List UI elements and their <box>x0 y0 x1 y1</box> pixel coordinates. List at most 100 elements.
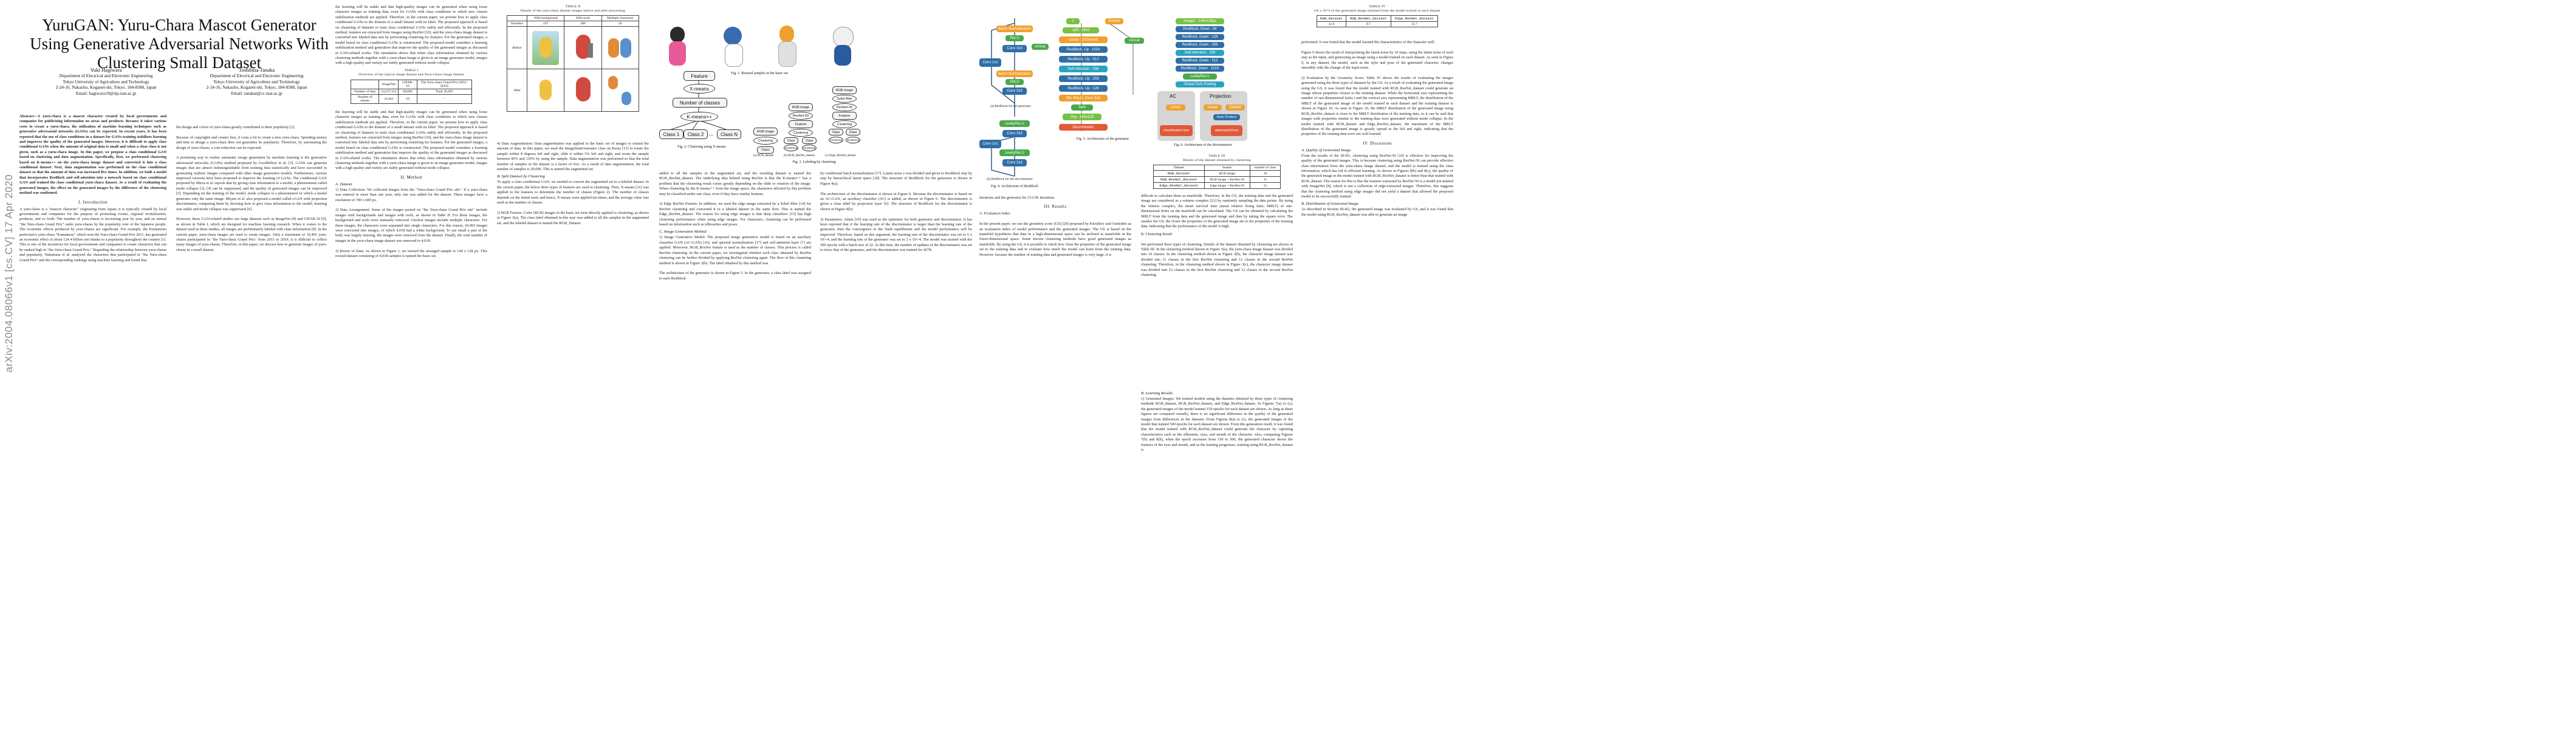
conv3-node: Conv 3x3 <box>1002 130 1027 137</box>
table1-caption: TABLE I Overview of the typical image da… <box>358 68 464 77</box>
col7-text-b: A. Evaluation Index In the present paper… <box>979 211 1131 257</box>
resblock-down-512: ResBlock, Down : 512 <box>1176 58 1224 64</box>
figure-2: Feature X-means Number of classes K-mean… <box>659 70 750 167</box>
fig3-caption: Fig. 3. Labeling by clustering <box>792 160 836 164</box>
conv3-node: Conv 3x3 <box>1002 87 1027 95</box>
mascot-image <box>607 74 634 108</box>
table4-caption: TABLE IV GS x 10^3 of the generated imag… <box>1314 5 1441 13</box>
rgb-image-node: RGB image <box>789 103 813 111</box>
table3-caption: TABLE III Details of the dataset obtaine… <box>1183 154 1251 162</box>
col8-text-a: difficult to calculate them as manifolds… <box>1141 194 1293 229</box>
col3-top-text: the learning will be stable and that hig… <box>335 5 487 66</box>
classification-loss-node: classification loss <box>1160 125 1193 136</box>
discriminator-node: Discriminator <box>1059 124 1108 131</box>
column-3: the learning will be stable and that hig… <box>335 5 487 259</box>
figure-6: images : 144x128px ResBlock, Down : 64 R… <box>1157 16 1249 149</box>
column-10: performed. It was found that the model l… <box>1301 40 1453 217</box>
resblock-up-512: ResBlock, Up : 512 <box>1059 56 1108 63</box>
col6-text: by conditional batch normalization [17].… <box>820 171 972 253</box>
class-node: Class <box>757 146 774 154</box>
num-classes-node: Number of classes <box>673 98 727 108</box>
ellipsis: ... <box>709 131 713 137</box>
resblock-down-64: ResBlock, Down : 64 <box>1176 26 1224 32</box>
fig1-caption: Fig. 1. Resized samples in the basic set <box>731 72 788 75</box>
sobel-node: Sobel filter <box>832 95 857 103</box>
rgb-image-node: RGB image <box>832 86 857 94</box>
conv1-node: Conv 1x1 <box>979 58 1001 67</box>
fig4-subcaption-a: (a) ResBlock for the generator <box>990 104 1031 108</box>
feature-node: Feature <box>789 120 813 128</box>
adversarial-loss-node: adversarial loss <box>1211 125 1242 136</box>
mascot-image <box>829 23 856 69</box>
mascot-image <box>570 31 597 65</box>
author-1: Yuki Hagiwara Department of Electrical a… <box>55 67 157 96</box>
quality-text: From the results of the III-B1, clusteri… <box>1301 153 1453 199</box>
dataset-heading: A. Dataset <box>335 182 352 187</box>
fig3-subcaption-b: (b) RGB_ResNet_dataset <box>784 154 815 157</box>
intro-text-continued: the design and colors of yuru-chara grea… <box>176 125 327 252</box>
conv3-node: Conv 3x3 <box>1002 45 1027 52</box>
class-1-node: Class 1 <box>659 129 683 139</box>
resblock-down-1024: ResBlock, Down : 1024 <box>1176 66 1224 72</box>
clustering-node: Clustering <box>789 129 813 137</box>
figure-1: Fig. 1. Resized samples in the basic set <box>659 18 975 76</box>
column-9a: B. Learning Results 1) Generated Images:… <box>1141 389 1293 453</box>
leakyrelu-node: LeakyReLU <box>1183 74 1217 80</box>
column-5: added to all the samples in the augmente… <box>659 171 811 281</box>
generation-heading: C. Image Generation Method <box>659 230 707 234</box>
table4-block: TABLE IV GS x 10^3 of the generated imag… <box>1301 5 1453 27</box>
fig3-subcaption-c: (c) Edge_ResNet_dataset <box>825 154 856 157</box>
resblock-down-128: ResBlock, Down : 128 <box>1176 34 1224 40</box>
intro-heading: I. Introduction <box>78 199 108 205</box>
class-node: Class <box>846 129 860 135</box>
mascot-image <box>720 23 747 69</box>
column-8: TABLE III Details of the dataset obtaine… <box>1141 154 1293 278</box>
col10-text-a: performed. It was found that the model l… <box>1301 40 1453 137</box>
method-heading: II. Method <box>400 174 422 180</box>
fig2-arrows <box>671 80 727 130</box>
resnet-node: ResNet-50 <box>789 112 813 120</box>
conv1-node: Conv 1x1 <box>979 140 1001 148</box>
concat-node: concat <box>1032 44 1049 50</box>
abstract: Abstract—A yuru-chara is a mascot charac… <box>19 114 166 196</box>
dataset-text: 1) Data Collection: We collected images … <box>335 187 487 259</box>
resblock-up-128: ResBlock, Up : 128 <box>1059 85 1108 92</box>
clustering-heading: B. Split Dataset by Clustering <box>497 174 545 179</box>
clustering-node: Clustering <box>753 137 778 145</box>
column-2: the design and colors of yuru-chara grea… <box>176 114 327 264</box>
projection-label: Projection <box>1210 94 1231 99</box>
resblock-up-1024: ResBlock, Up : 1024 <box>1059 46 1108 53</box>
linear-node: Linear : 1024x4x8 <box>1059 36 1108 43</box>
figure-5: z Embed split : 36x5 Linear : 1024x4x8 R… <box>1054 16 1151 149</box>
xmeans-node: X-means <box>683 84 715 94</box>
img-node: img : 144x128 <box>1063 114 1101 120</box>
tanh-node: Tanh <box>1071 104 1093 111</box>
learning-text: 1) Generated Images: We trained models u… <box>1141 397 1293 453</box>
self-attention-node: Self-Attention : 256 <box>1059 66 1108 72</box>
embed-node: Embed <box>1225 104 1245 111</box>
fig5-caption: Fig. 5. Architecture of the generator <box>1076 137 1129 141</box>
clustering-node: Clustering <box>846 137 860 143</box>
relu-node: ReLU <box>1005 79 1024 85</box>
fig2-caption: Fig. 2. Clustering using X-means <box>677 145 726 149</box>
mascot-image <box>532 30 560 65</box>
fig4-subcaption-b: (b) ResBlock for the discriminator <box>987 177 1033 181</box>
mascot-image <box>532 74 559 108</box>
column-1: Abstract—A yuru-chara is a mascot charac… <box>19 114 166 263</box>
column-7: iterations and the generator for 313.5K … <box>979 196 1131 258</box>
linear-node: Linear <box>1204 104 1222 111</box>
inner-product-node: Inner Product <box>1213 114 1240 120</box>
global-sum-pooling-node: Global Sum Pooling <box>1176 81 1224 87</box>
images-node: images : 144x128px <box>1176 18 1224 24</box>
fig4-caption: Fig. 4. Architecture of ResBlock <box>991 185 1038 188</box>
quality-heading: A. Quality of Generated Image <box>1301 148 1351 152</box>
discussion-heading: IV. Discussion <box>1363 140 1392 146</box>
batchnorm-node: Batch Normalization <box>996 70 1033 77</box>
linear-node: Linear <box>1166 104 1185 111</box>
col5-text-a: added to all the samples in the augmente… <box>659 171 811 227</box>
resblock-up-256: ResBlock, Up : 256 <box>1059 75 1108 82</box>
